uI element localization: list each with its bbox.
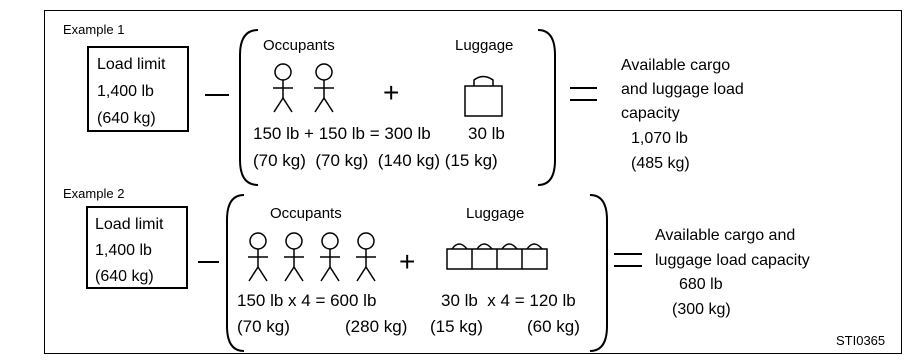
person-icon bbox=[313, 63, 335, 113]
example-2-result-line1: Available cargo and bbox=[655, 227, 795, 244]
example-2-result-line2: luggage load capacity bbox=[655, 252, 810, 269]
suitcase-icon bbox=[464, 75, 503, 117]
example-2-right-paren bbox=[589, 194, 608, 352]
example-2-left-paren bbox=[226, 194, 245, 352]
example-2-plus: + bbox=[399, 246, 415, 277]
example-1-luggage-lb: 30 lb bbox=[468, 124, 505, 143]
example-2-result-kg: (300 kg) bbox=[672, 301, 731, 318]
example-1-result-line2: and luggage load bbox=[621, 81, 744, 98]
example-1-load-limit-kg: (640 kg) bbox=[97, 110, 156, 127]
example-1-luggage-label: Luggage bbox=[455, 37, 513, 54]
example-2-luggage-calc-lb: 30 lb x 4 = 120 lb bbox=[441, 291, 576, 310]
person-icon bbox=[355, 232, 377, 282]
example-1-label: Example 1 bbox=[63, 22, 124, 37]
person-icon bbox=[319, 232, 341, 282]
example-1-equals bbox=[570, 87, 597, 101]
figure-code: STI0365 bbox=[836, 333, 885, 348]
example-2-result-lb: 680 lb bbox=[679, 276, 723, 293]
example-2-load-limit-title: Load limit bbox=[95, 216, 164, 233]
example-2-load-limit-lb: 1,400 lb bbox=[95, 242, 152, 259]
example-2-luggage-total-kg: (60 kg) bbox=[527, 317, 580, 336]
example-2-luggage-label: Luggage bbox=[466, 205, 524, 222]
example-1-calc-kg: (70 kg) (70 kg) (140 kg) (15 kg) bbox=[253, 151, 498, 170]
person-icon bbox=[283, 232, 305, 282]
example-1-left-paren bbox=[239, 29, 259, 186]
example-1-plus: + bbox=[383, 77, 399, 108]
example-2-occupants-calc-lb: 150 lb x 4 = 600 lb bbox=[237, 291, 376, 310]
example-1-result-lb: 1,070 lb bbox=[631, 130, 688, 147]
example-2-occupants-kg: (70 kg) bbox=[237, 317, 290, 336]
example-1-result-line1: Available cargo bbox=[621, 57, 730, 74]
figure-frame bbox=[44, 10, 902, 354]
example-1-result-line3: capacity bbox=[621, 105, 680, 122]
example-1-right-paren bbox=[537, 29, 556, 186]
example-1-load-limit-box bbox=[87, 46, 189, 132]
example-1-occupants-calc-lb: 150 lb + 150 lb = 300 lb bbox=[253, 124, 431, 143]
suitcases-icon bbox=[446, 243, 548, 270]
example-2-luggage-kg: (15 kg) bbox=[430, 317, 483, 336]
example-2-load-limit-box bbox=[86, 206, 188, 289]
person-icon bbox=[247, 232, 269, 282]
example-1-result-kg: (485 kg) bbox=[631, 155, 690, 172]
person-icon bbox=[272, 63, 294, 113]
example-2-load-limit-kg: (640 kg) bbox=[95, 268, 154, 285]
example-2-label: Example 2 bbox=[63, 186, 124, 201]
example-1-occupants-label: Occupants bbox=[263, 37, 335, 54]
example-1-load-limit-title: Load limit bbox=[97, 56, 166, 73]
example-2-occupants-label: Occupants bbox=[270, 205, 342, 222]
example-1-load-limit-lb: 1,400 lb bbox=[97, 83, 154, 100]
example-2-equals bbox=[614, 253, 642, 267]
example-2-occupants-total-kg: (280 kg) bbox=[345, 317, 407, 336]
